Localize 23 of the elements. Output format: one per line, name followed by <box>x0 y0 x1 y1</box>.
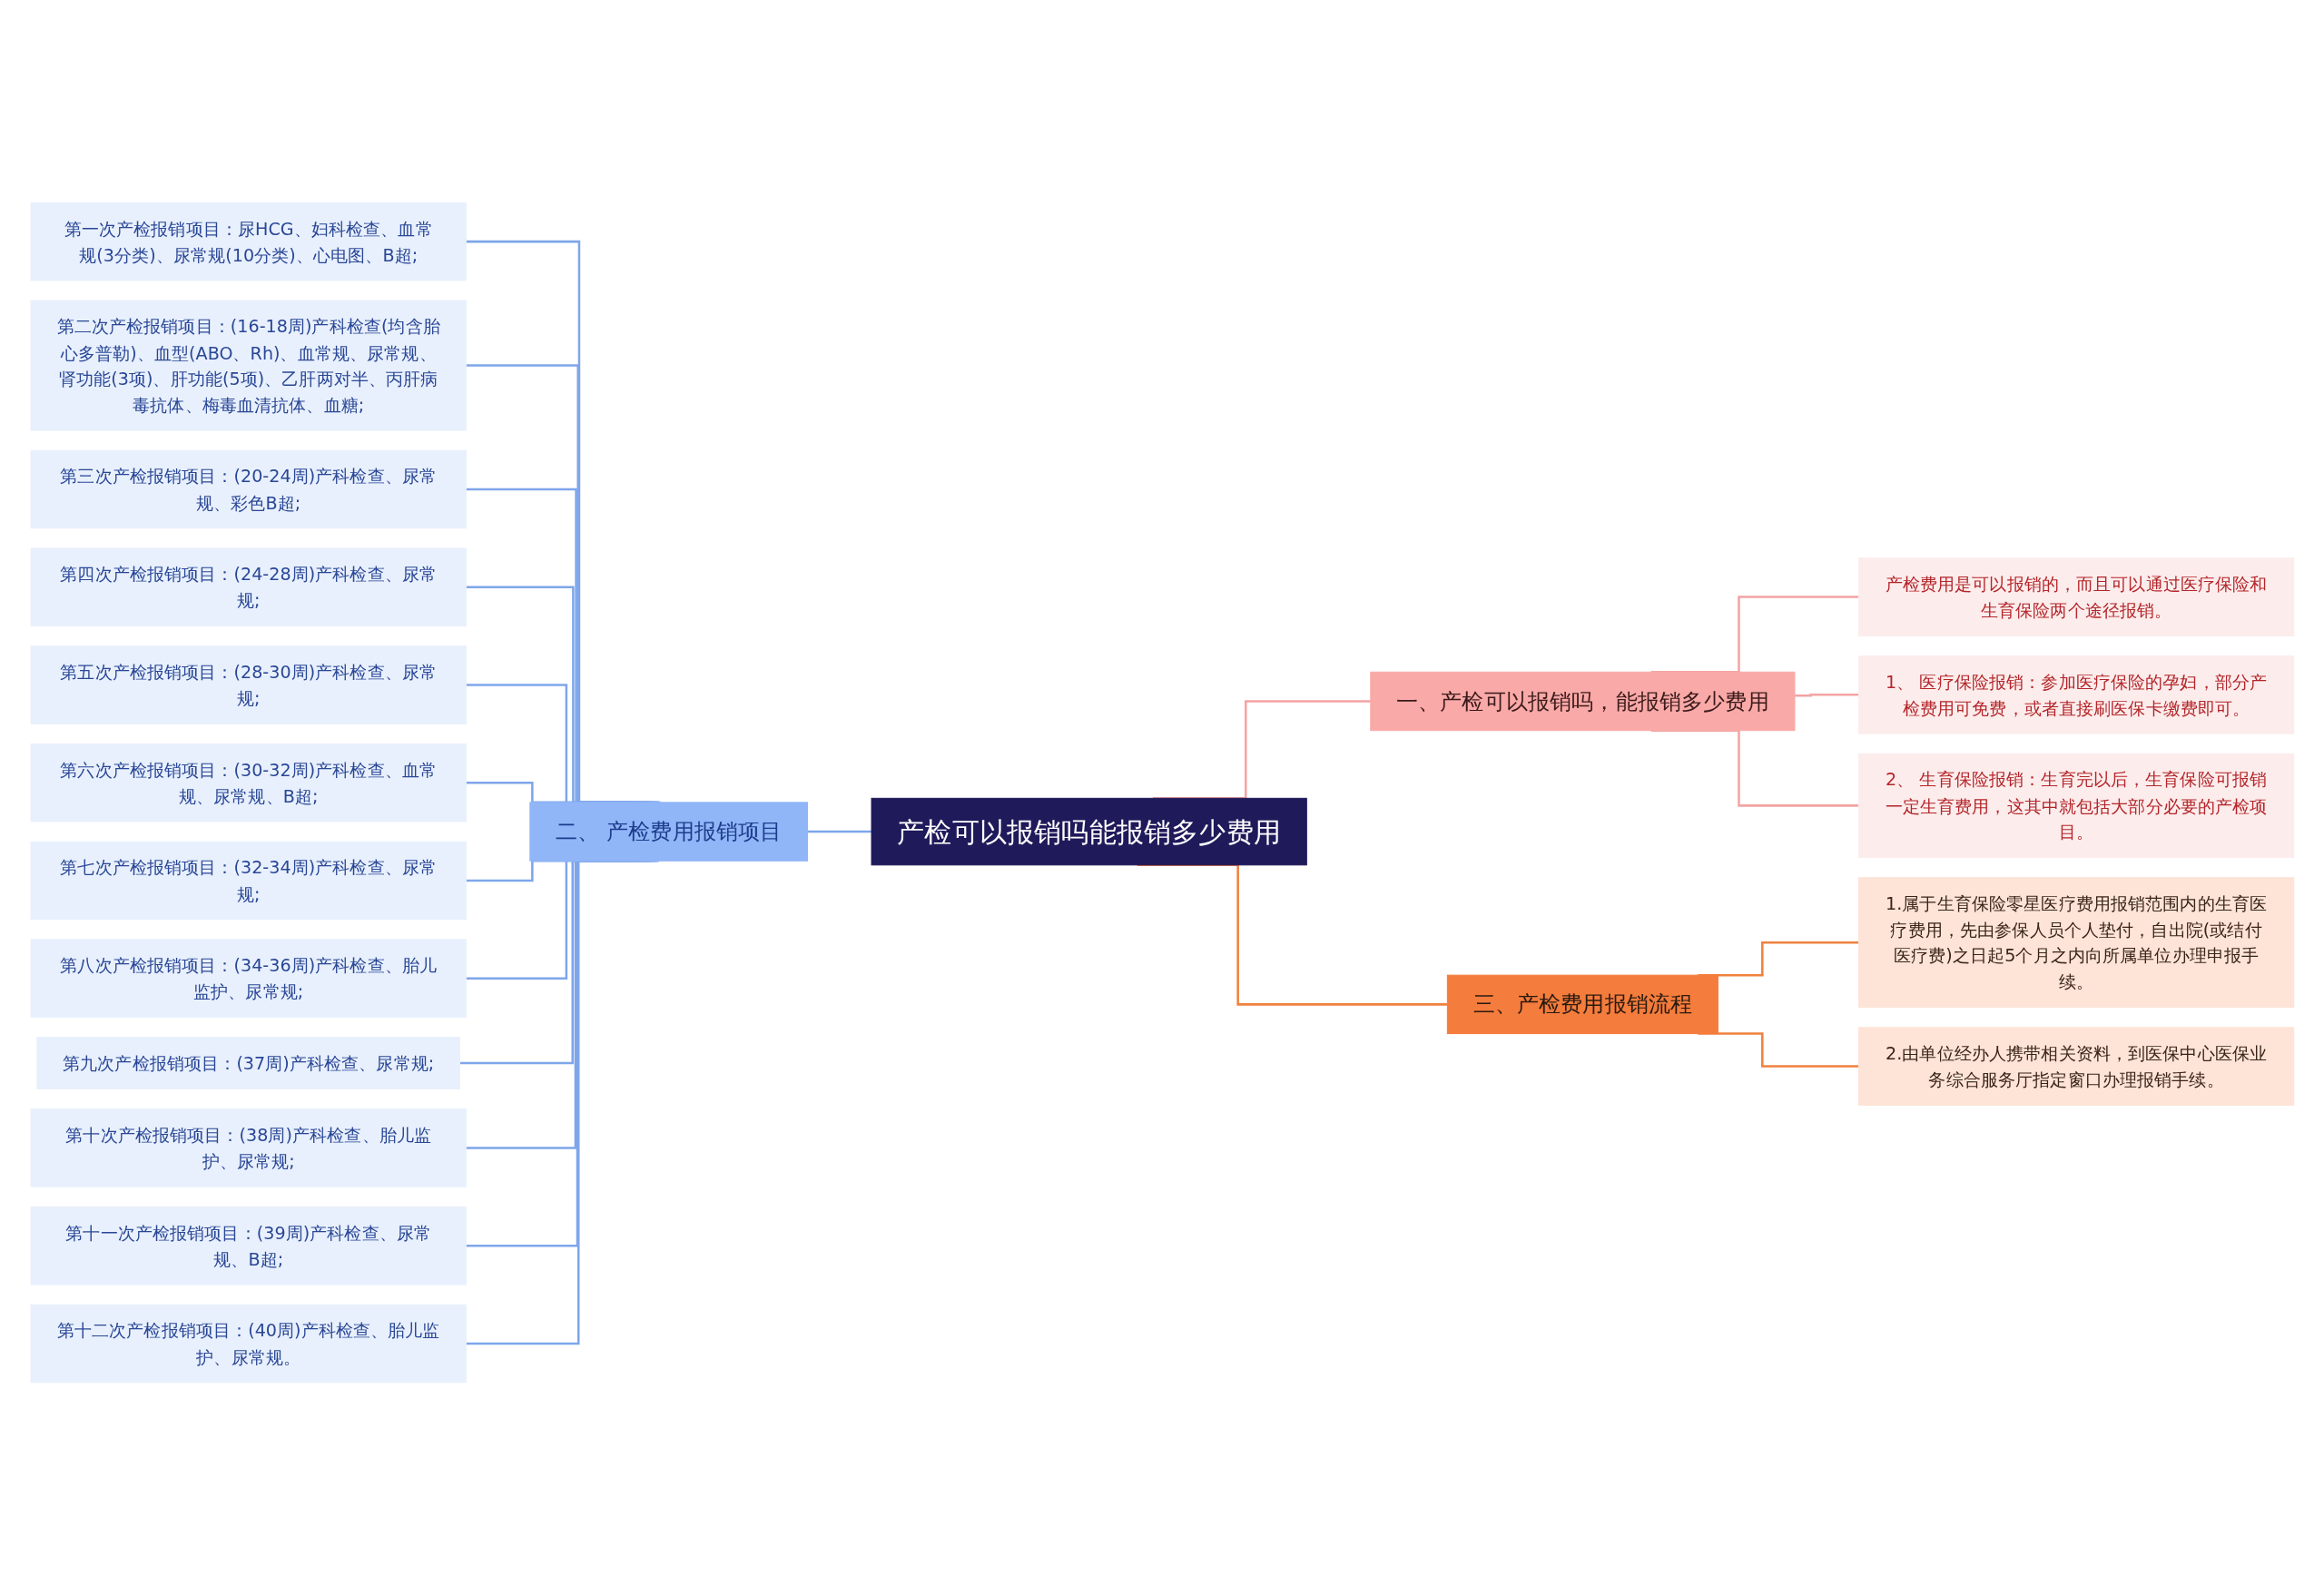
node-box: 第八次产检报销项目：(34-36周)产科检查、胎儿监护、尿常规; <box>30 939 467 1019</box>
node-box: 产检可以报销吗能报销多少费用 <box>871 798 1307 866</box>
connector <box>1794 694 1859 697</box>
node-box: 第二次产检报销项目：(16-18周)产科检查(均含胎心多普勒)、血型(ABO、Rh)、血常规、尿常规、肾功能(3项)、肝功能(5项)、乙肝两对半、丙肝病毒抗体、梅毒血清抗体、血糖; <box>30 300 467 431</box>
node-box: 2、 生育保险报销：生育完以后，生育保险可报销一定生育费用，这其中就包括大部分必要的产检项目。 <box>1857 754 2294 859</box>
node-box: 1、 医疗保险报销：参加医疗保险的孕妇，部分产检费用可免费，或者直接刷医保卡缴费即可。 <box>1857 655 2294 735</box>
node-box: 一、产检可以报销吗，能报销多少费用 <box>1369 672 1796 732</box>
node-box: 2.由单位经办人携带相关资料，到医保中心医保业务综合服务厅指定窗口办理报销手续。 <box>1857 1027 2294 1107</box>
connector <box>807 831 872 833</box>
node-box: 第六次产检报销项目：(30-32周)产科检查、血常规、尿常规、B超; <box>30 744 467 823</box>
node-box: 第九次产检报销项目：(37周)产科检查、尿常规; <box>36 1037 460 1090</box>
node-box: 第七次产检报销项目：(32-34周)产科检查、尿常规; <box>30 842 467 921</box>
node-box: 第十一次产检报销项目：(39周)产科检查、尿常规、B超; <box>30 1207 467 1286</box>
node-box: 第十二次产检报销项目：(40周)产科检查、胎儿监护、尿常规。 <box>30 1305 467 1384</box>
node-box: 第三次产检报销项目：(20-24周)产科检查、尿常规、彩色B超; <box>30 450 467 529</box>
node-box: 第一次产检报销项目：尿HCG、妇科检查、血常规(3分类)、尿常规(10分类)、心电图、B超; <box>30 202 467 281</box>
node-box: 第五次产检报销项目：(28-30周)产科检查、尿常规; <box>30 645 467 725</box>
node-box: 三、产检费用报销流程 <box>1446 975 1718 1035</box>
node-box: 第十次产检报销项目：(38周)产科检查、胎儿监护、尿常规; <box>30 1108 467 1188</box>
node-box: 第四次产检报销项目：(24-28周)产科检查、尿常规; <box>30 547 467 627</box>
node-box: 1.属于生育保险零星医疗费用报销范围内的生育医疗费用，先由参保人员个人垫付，自出院(或结付医疗费)之日起5个月之内向所属单位办理申报手续。 <box>1857 877 2294 1009</box>
node-box: 产检费用是可以报销的，而且可以通过医疗保险和生育保险两个途径报销。 <box>1857 557 2294 637</box>
node-box: 二、 产检费用报销项目 <box>528 802 808 862</box>
